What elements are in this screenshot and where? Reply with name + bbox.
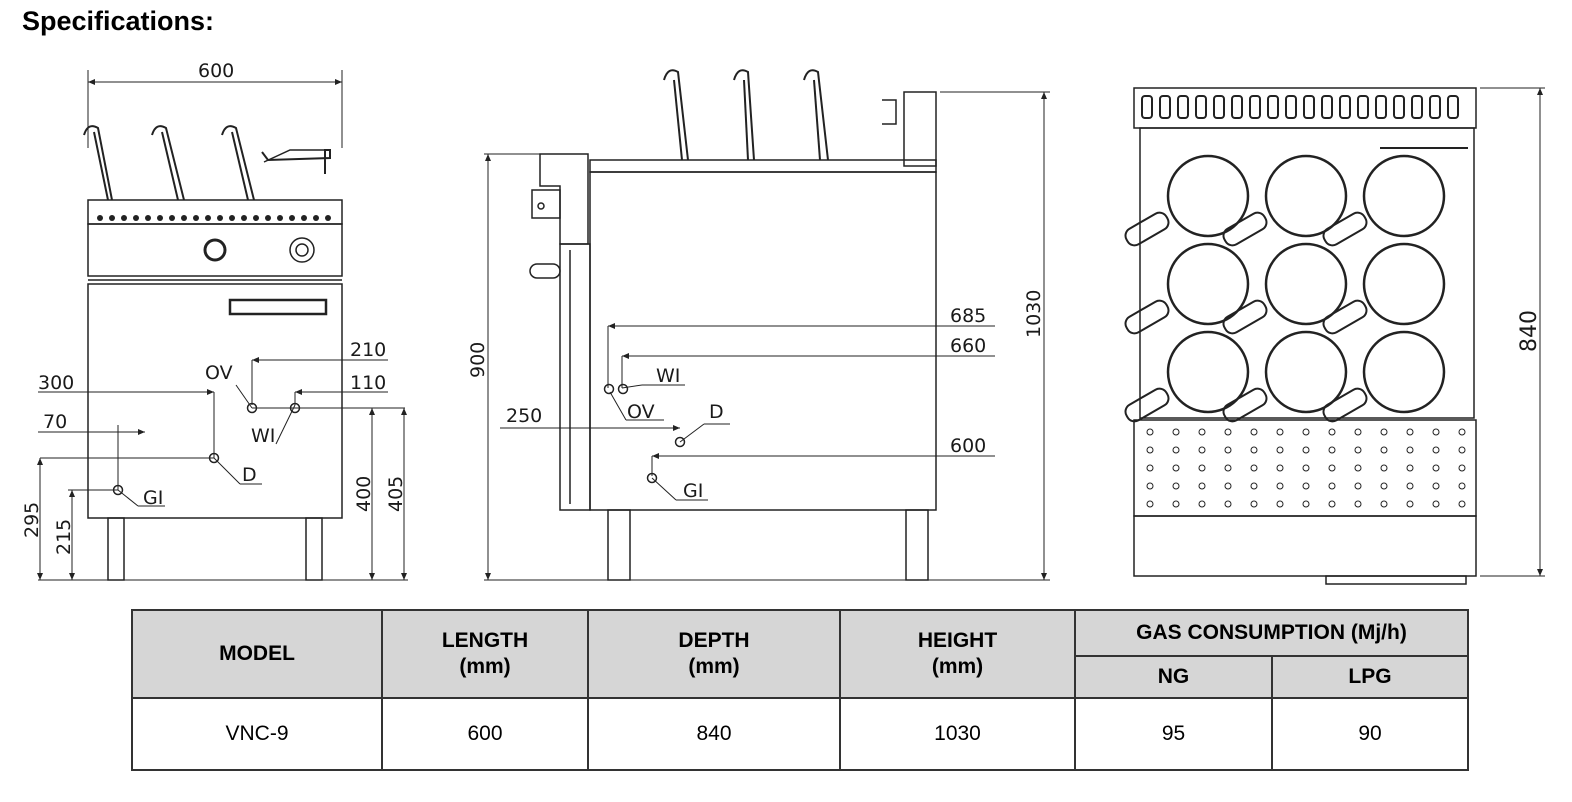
basket-grips [1124,211,1368,423]
header-model: MODEL [131,609,383,699]
dim-ov-left: 300 [38,372,74,394]
dim-total-height: 1030 [1023,290,1045,338]
dim-ov-right: 210 [350,339,386,361]
dim-660: 660 [950,335,986,357]
label-ov-front: OV [205,362,233,384]
page-title: Specifications: [22,6,215,36]
label-d-front: D [242,464,257,486]
dim-wi-height: 405 [385,476,407,512]
dim-685: 685 [950,305,986,327]
spec-table: MODEL LENGTH (mm) DEPTH (mm) HEIGHT (mm)… [131,609,1469,771]
label-wi-front: WI [251,425,275,447]
label-gi-side: GI [683,480,703,502]
label-wi-side: WI [656,365,680,387]
dim-gi-left: 70 [43,411,67,433]
top-view [1124,87,1545,585]
front-view [37,70,408,581]
dim-250: 250 [506,405,542,427]
header-gas-consumption: GAS CONSUMPTION (Mj/h) [1074,609,1469,657]
perforation-pattern [1146,428,1466,508]
dim-body-height: 900 [467,342,489,378]
basket-circles [1166,154,1446,414]
top-view-text: 840 [1517,310,1542,352]
dim-600-side: 600 [950,435,986,457]
label-ov-side: OV [627,401,655,423]
header-depth: DEPTH (mm) [587,609,841,699]
top-slots [1141,95,1459,119]
technical-drawing: 600 210 110 300 70 OV WI D GI 295 215 40… [21,60,1545,585]
dim-d-height: 215 [53,519,75,555]
header-ng: NG [1074,655,1273,699]
cell-lpg: 90 [1271,697,1469,771]
header-height: HEIGHT (mm) [839,609,1076,699]
dim-top-depth: 840 [1517,310,1542,352]
basket-handles [83,125,255,201]
header-lpg: LPG [1271,655,1469,699]
dim-wi-right: 110 [350,372,386,394]
label-gi-front: GI [143,487,163,509]
cell-model: VNC-9 [131,697,383,771]
cell-length: 600 [381,697,589,771]
dim-front-width: 600 [198,60,234,82]
vent-holes [97,215,331,221]
table-row: VNC-9 600 840 1030 95 90 [131,697,1469,771]
dim-gi-height: 295 [21,502,43,538]
label-d-side: D [709,401,724,423]
front-view-text: 600 210 110 300 70 OV WI D GI 295 215 40… [21,60,407,555]
side-view [484,69,1050,581]
cell-ng: 95 [1074,697,1273,771]
cell-height: 1030 [839,697,1076,771]
side-view-text: 1030 900 685 660 600 250 WI OV D GI [467,290,1045,502]
cell-depth: 840 [587,697,841,771]
header-length: LENGTH (mm) [381,609,589,699]
dim-ov-height: 400 [353,476,375,512]
